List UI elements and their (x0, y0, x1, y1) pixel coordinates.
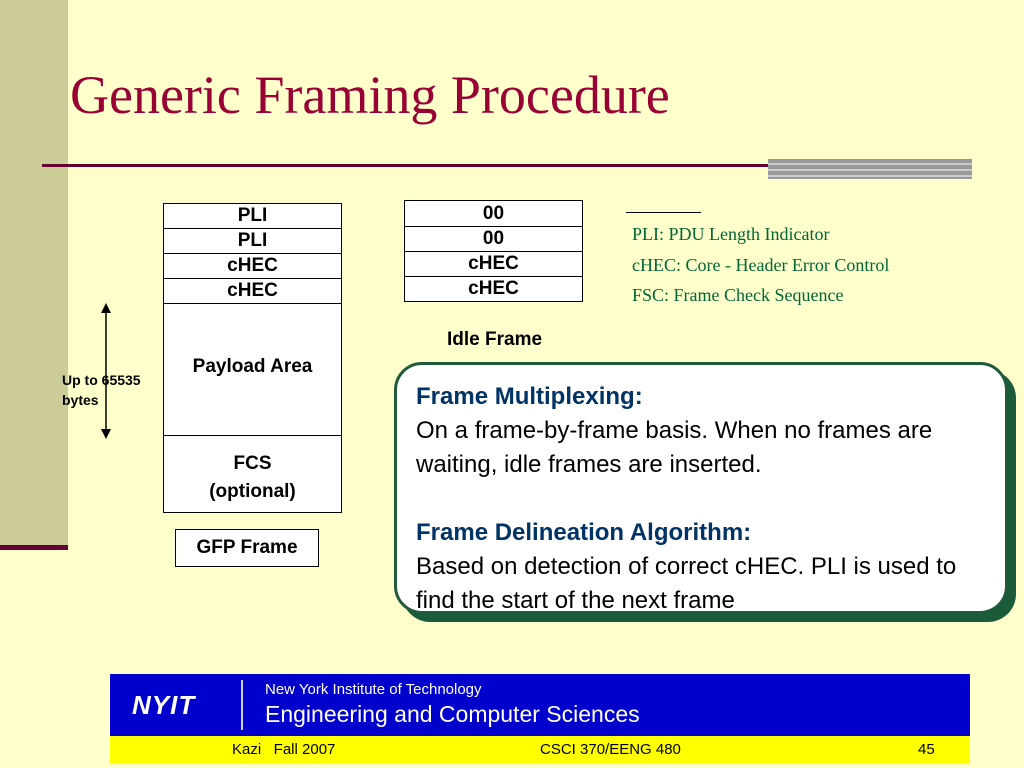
footer-course: CSCI 370/EENG 480 (540, 741, 681, 758)
gfp-field-label: PLI (237, 230, 268, 251)
idle-field-00-2: 00 (404, 226, 583, 252)
info-callout-content: Frame Multiplexing: On a frame-by-frame … (416, 380, 996, 618)
size-arrow-icon (101, 303, 111, 439)
gfp-field-pli-2: PLI (163, 228, 342, 254)
fcs-label: FCS (233, 453, 272, 474)
title-rule (42, 164, 972, 167)
gfp-field-chec-1: cHEC (163, 253, 342, 279)
idle-field-00-1: 00 (404, 200, 583, 227)
idle-field-chec-1: cHEC (404, 251, 583, 277)
gfp-frame-label: GFP Frame (175, 529, 319, 567)
frame-multiplexing-text: On a frame-by-frame basis. When no frame… (416, 417, 933, 478)
gfp-field-label: cHEC (227, 280, 278, 301)
left-decor-band (0, 0, 68, 548)
title-rule-accent (768, 159, 972, 179)
idle-field-label: 00 (482, 228, 505, 249)
legend-rule (626, 212, 701, 213)
gfp-field-pli-1: PLI (163, 203, 342, 229)
idle-field-label: cHEC (468, 278, 519, 299)
idle-frame-label: Idle Frame (447, 329, 543, 350)
gfp-field-label: cHEC (227, 255, 278, 276)
footer-author: Kazi Fall 2007 (232, 741, 336, 758)
idle-field-chec-2: cHEC (404, 276, 583, 302)
nyit-logo: NYIT (124, 678, 242, 730)
legend-item-pli: PLI: PDU Length Indicator (632, 224, 830, 244)
footer-institution: New York Institute of Technology (265, 681, 482, 698)
gfp-field-chec-2: cHEC (163, 278, 342, 304)
footer-department: Engineering and Computer Sciences (265, 701, 640, 727)
gfp-fcs-field: FCS (optional) (163, 435, 342, 513)
info-callout-box (394, 362, 1008, 614)
legend-item-chec: cHEC: Core - Header Error Control (632, 255, 890, 275)
left-decor-line (0, 545, 68, 550)
payload-size-label: Up to 65535 bytes (62, 370, 141, 410)
size-label-line2: bytes (62, 392, 99, 408)
gfp-frame-label-text: GFP Frame (196, 537, 298, 558)
frame-multiplexing-heading: Frame Multiplexing: (416, 383, 643, 410)
idle-field-label: 00 (482, 203, 505, 224)
idle-field-label: cHEC (468, 253, 519, 274)
payload-label: Payload Area (192, 356, 313, 377)
gfp-field-label: PLI (237, 205, 268, 226)
size-label-line1: Up to 65535 (62, 372, 141, 388)
slide-title: Generic Framing Procedure (70, 65, 670, 125)
footer-info-bar (110, 736, 970, 764)
nyit-logo-text: NYIT (132, 690, 196, 720)
gfp-payload-area: Payload Area (163, 303, 342, 436)
fcs-optional-label: (optional) (209, 481, 296, 502)
logo-divider (241, 680, 243, 730)
frame-delineation-text: Based on detection of correct cHEC. PLI … (416, 553, 957, 614)
callout-spacer (416, 482, 996, 516)
legend-item-fcs: FSC: Frame Check Sequence (632, 285, 844, 305)
footer-banner (110, 674, 970, 736)
frame-delineation-heading: Frame Delineation Algorithm: (416, 519, 752, 546)
footer-page-number: 45 (918, 741, 935, 758)
